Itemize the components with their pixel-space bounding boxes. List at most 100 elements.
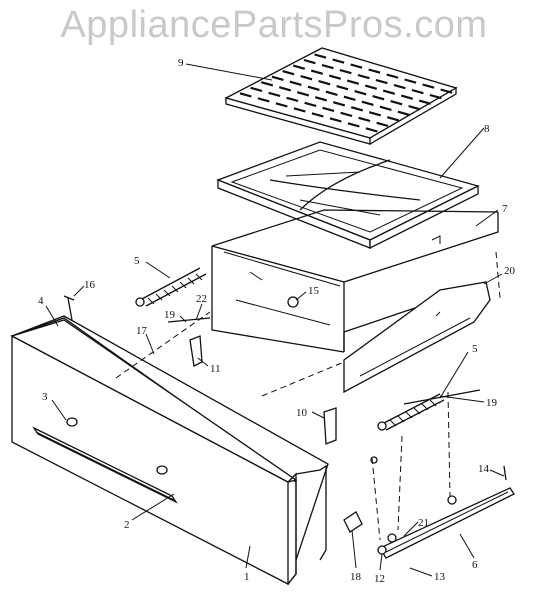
grid-slot — [303, 58, 316, 65]
grid-slot — [411, 88, 424, 95]
grid-slot — [375, 78, 388, 85]
grid-slot — [329, 117, 342, 123]
grid-slot — [343, 95, 356, 101]
grid-slot — [347, 122, 360, 128]
grid-slot — [382, 89, 396, 95]
grid-slot — [429, 93, 442, 100]
grid-slot — [278, 86, 292, 92]
grid-slot — [376, 121, 389, 128]
drawer-front-panel — [10, 315, 329, 586]
grid-slot — [386, 116, 400, 122]
grid-slot — [332, 58, 345, 64]
grid-slot — [397, 110, 410, 116]
grid-slot — [358, 116, 371, 123]
grid-slot — [239, 92, 252, 98]
grid-slot — [311, 112, 324, 118]
part-label: 14 — [478, 463, 490, 475]
grid-slot — [390, 100, 403, 106]
grid-slot — [314, 53, 327, 59]
grid-slot — [250, 86, 263, 93]
grid-slot — [440, 88, 453, 94]
grid-slot — [357, 73, 370, 80]
grid-slot — [365, 127, 378, 133]
grid-slot — [361, 100, 374, 106]
grid-slot — [293, 107, 306, 113]
hardware — [63, 295, 507, 555]
grid-slot — [328, 74, 342, 80]
grid-slot — [321, 63, 334, 70]
bottom-rail — [379, 487, 515, 559]
grid-slot — [260, 81, 274, 87]
grid-slot — [408, 105, 421, 111]
part-label: 5 — [134, 255, 140, 267]
grid-slot — [346, 79, 360, 85]
grid-slot — [368, 68, 381, 74]
assembly-lines — [115, 251, 501, 541]
grid-slot — [307, 85, 320, 91]
grid-slot — [325, 90, 338, 96]
part-label: 21 — [418, 517, 429, 529]
grid-slot — [336, 85, 349, 91]
grid-slot — [268, 91, 281, 98]
part-label: 1 — [244, 571, 250, 583]
part-label: 17 — [136, 325, 148, 337]
grid-slot — [292, 64, 306, 70]
part-label: 2 — [124, 519, 130, 531]
part-label: 3 — [42, 391, 48, 403]
grid-slot — [332, 101, 346, 107]
grid-slot — [404, 78, 417, 84]
part-label: 18 — [350, 571, 362, 583]
grid-slot — [271, 75, 284, 81]
grid-slot — [310, 69, 324, 75]
grid-slot — [282, 70, 295, 76]
part-label: 22 — [196, 293, 207, 305]
grid-slot — [364, 84, 378, 90]
grid-slot — [368, 111, 382, 117]
grid-slot — [418, 99, 432, 105]
part-label: 9 — [178, 57, 184, 69]
side-panel — [343, 281, 491, 394]
grid-slot — [304, 101, 317, 108]
grid-slot — [275, 102, 288, 108]
grid-slot — [386, 73, 399, 79]
part-label: 20 — [504, 265, 516, 277]
part-label: 19 — [486, 397, 498, 409]
grid-slot — [257, 97, 270, 103]
springs — [135, 267, 445, 431]
grid-slot — [350, 63, 363, 69]
part-label: 8 — [484, 123, 490, 135]
grid-slot — [393, 83, 406, 90]
part-label: 5 — [472, 343, 478, 355]
grid-slot — [350, 106, 364, 112]
part-label: 6 — [472, 559, 478, 571]
grid-slot — [286, 96, 299, 103]
grid-slot — [340, 111, 353, 118]
watermark: AppliancePartsPros.com — [60, 4, 488, 46]
part-label: 12 — [374, 573, 385, 585]
part-label: 13 — [434, 571, 446, 583]
part-labels: 1 2 3 4 5 5 6 7 8 9 10 11 12 13 14 15 16… — [38, 57, 516, 585]
grid-slot — [422, 83, 435, 89]
grid-slot — [300, 75, 313, 81]
grid-slot — [318, 80, 331, 86]
grid-slot — [322, 106, 335, 113]
grid-slot — [379, 105, 392, 111]
part-label: 16 — [84, 279, 96, 291]
part-label: 11 — [210, 363, 221, 375]
grid-slot — [372, 95, 385, 101]
grid-slot — [289, 80, 302, 86]
grid-slot — [296, 91, 310, 97]
leader-lines — [45, 63, 505, 577]
part-label: 19 — [164, 309, 176, 321]
part-label: 7 — [502, 203, 508, 215]
part-label: 10 — [296, 407, 308, 419]
broiler-grid — [224, 47, 458, 146]
part-label: 4 — [38, 295, 44, 307]
grid-slot — [400, 94, 414, 100]
part-label: 15 — [308, 285, 320, 297]
grid-slot — [354, 90, 367, 96]
grid-slot — [339, 68, 352, 75]
broiler-pan — [216, 141, 480, 250]
grid-slot — [314, 96, 328, 102]
